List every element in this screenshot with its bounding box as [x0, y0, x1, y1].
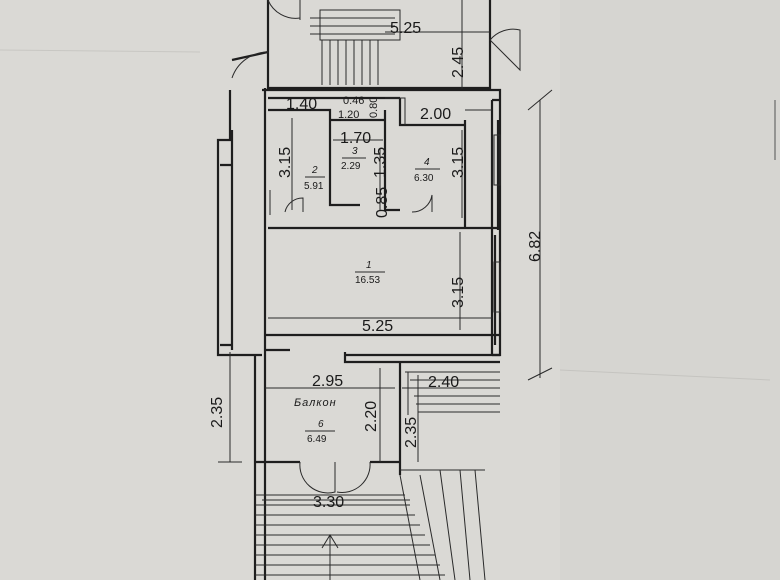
dim-stair-height: 2.35 — [403, 417, 420, 448]
room-1-number: 1 — [366, 260, 372, 271]
room-2-area: 5.91 — [304, 181, 324, 192]
window-right-upper — [493, 134, 501, 186]
main-room-walls — [253, 333, 500, 580]
dim-bottom-width: 3.30 — [313, 494, 344, 511]
room-2-number: 2 — [311, 165, 318, 176]
room-6-number: 6 — [318, 419, 324, 430]
dim-135: 1.35 — [372, 147, 389, 178]
dim-top-width: 5.25 — [390, 20, 421, 37]
room-3-number: 3 — [352, 146, 358, 157]
window-right-lower — [493, 261, 501, 313]
top-stairwell — [231, 0, 521, 90]
dimension-lines — [218, 89, 553, 501]
room-1-area: 16.53 — [355, 275, 380, 286]
paper-artifacts — [0, 49, 776, 381]
room-6-area: 6.49 — [307, 434, 327, 445]
dim-170: 1.70 — [340, 130, 371, 147]
dim-stair-width: 2.40 — [428, 374, 459, 391]
dim-140: 1.40 — [286, 96, 317, 113]
dim-total-height: 6.82 — [527, 231, 544, 262]
dim-315-main: 3.15 — [450, 277, 467, 308]
dim-balcony-width: 2.95 — [312, 373, 343, 390]
dim-315-right: 3.15 — [450, 147, 467, 178]
paper-shade — [560, 0, 780, 580]
dim-080: 0.80 — [368, 97, 380, 118]
dim-200: 2.00 — [420, 106, 451, 123]
interior-walls — [268, 96, 500, 230]
dim-120: 1.20 — [338, 109, 359, 121]
balcony-label: Балкон — [294, 397, 337, 409]
room-labels: 1 16.53 2 5.91 3 2.29 4 6.30 Балкон 6 6.… — [294, 146, 440, 445]
dimension-labels: 5.25 2.45 1.40 0.46 1.20 0.80 2.00 1.70 … — [209, 20, 544, 511]
dim-046: 0.46 — [343, 95, 364, 107]
room-4-number: 4 — [424, 157, 430, 168]
dim-top-height: 2.45 — [450, 47, 467, 78]
dim-balcony-left-height: 2.35 — [209, 397, 226, 428]
room-4-area: 6.30 — [414, 173, 434, 184]
dim-315-left: 3.15 — [277, 147, 294, 178]
room-3-area: 2.29 — [341, 161, 361, 172]
dim-balcony-height: 2.20 — [363, 401, 380, 432]
dim-085: 0.85 — [374, 187, 391, 218]
dim-main-width: 5.25 — [362, 318, 393, 335]
stairs-bottom — [255, 469, 486, 580]
